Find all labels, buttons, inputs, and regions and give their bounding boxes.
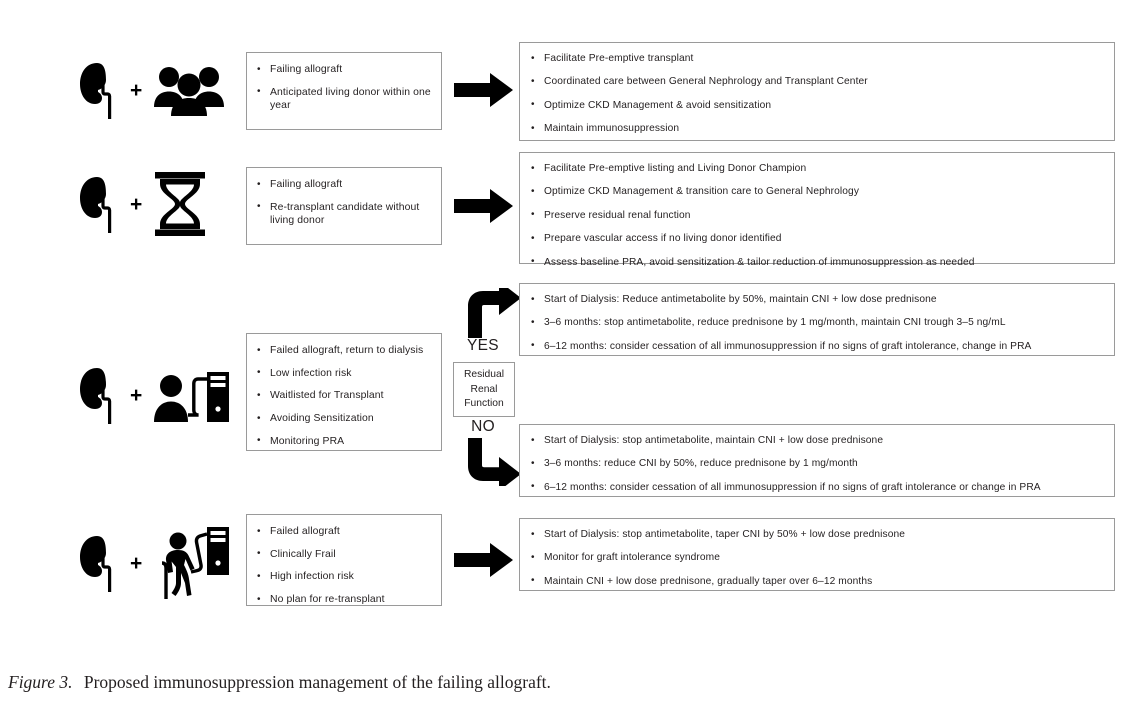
row4-actions-list: Start of Dialysis: stop antimetabolite, … <box>529 527 1104 588</box>
list-item: Waitlisted for Transplant <box>255 389 433 403</box>
list-item: Start of Dialysis: Reduce antimetabolite… <box>529 292 1104 306</box>
row3-criteria-list: Failed allograft, return to dialysis Low… <box>255 344 433 449</box>
list-item: 3–6 months: stop antimetabolite, reduce … <box>529 316 1104 330</box>
row2-criteria-list: Failing allograft Re-transplant candidat… <box>255 178 433 228</box>
list-item: Start of Dialysis: stop antimetabolite, … <box>529 527 1104 541</box>
plus-sign: + <box>130 78 143 102</box>
decision-line-2: Renal <box>470 383 498 395</box>
row4-icon-cluster: + <box>78 520 243 606</box>
row1-actions-list: Facilitate Pre-emptive transplant Coordi… <box>529 51 1104 136</box>
kidney-icon <box>78 59 120 121</box>
list-item: Preserve residual renal function <box>529 208 1104 222</box>
yes-branch-label: YES <box>467 337 499 354</box>
list-item: Low infection risk <box>255 366 433 381</box>
list-item: Failing allograft <box>255 63 433 77</box>
list-item: Optimize CKD Management & avoid sensitiz… <box>529 98 1104 112</box>
list-item: Monitoring PRA <box>255 434 433 449</box>
row3-actions-no-list: Start of Dialysis: stop antimetabolite, … <box>529 433 1104 494</box>
row3-actions-yes-box: Start of Dialysis: Reduce antimetabolite… <box>519 283 1115 356</box>
row4-criteria-box: Failed allograft Clinically Frail High i… <box>246 514 442 606</box>
frail-dialysis-patient-icon <box>152 523 232 603</box>
row2-actions-box: Facilitate Pre-emptive listing and Livin… <box>519 152 1115 269</box>
kidney-icon <box>78 173 120 235</box>
list-item: Monitor for graft intolerance syndrome <box>529 551 1104 565</box>
row3-icon-cluster: + <box>78 355 238 435</box>
list-item: Maintain immunosuppression <box>529 122 1104 136</box>
figure-caption-label: Figure 3. <box>8 672 73 692</box>
hourglass-icon <box>152 171 208 237</box>
kidney-icon <box>78 532 120 594</box>
list-item: Coordinated care between General Nephrol… <box>529 75 1104 89</box>
list-item: Prepare vascular access if no living don… <box>529 232 1104 246</box>
row3-actions-yes-list: Start of Dialysis: Reduce antimetabolite… <box>529 292 1104 353</box>
list-item: Optimize CKD Management & transition car… <box>529 185 1104 199</box>
dialysis-patient-icon <box>152 364 230 426</box>
list-item: 6–12 months: consider cessation of all i… <box>529 339 1104 353</box>
row2-flow-arrow-icon <box>454 188 514 224</box>
row4-flow-arrow-icon <box>454 542 514 578</box>
list-item: No plan for re-transplant <box>255 593 433 607</box>
no-branch-label: NO <box>471 418 495 435</box>
list-item: Anticipated living donor within one year <box>255 85 433 113</box>
plus-sign: + <box>130 551 143 575</box>
people-group-icon <box>152 63 226 117</box>
row2-actions-list: Facilitate Pre-emptive listing and Livin… <box>529 161 1104 269</box>
list-item: Failed allograft, return to dialysis <box>255 344 433 358</box>
row4-criteria-list: Failed allograft Clinically Frail High i… <box>255 525 433 607</box>
list-item: Avoiding Sensitization <box>255 412 433 426</box>
decision-node-residual-renal-function: Residual Renal Function <box>453 362 515 417</box>
row3-actions-no-box: Start of Dialysis: stop antimetabolite, … <box>519 424 1115 497</box>
figure-caption: Figure 3. Proposed immunosuppression man… <box>8 672 551 693</box>
row1-icon-cluster: + <box>78 55 228 125</box>
row1-criteria-box: Failing allograft Anticipated living don… <box>246 52 442 130</box>
list-item: 6–12 months: consider cessation of all i… <box>529 480 1104 494</box>
row2-icon-cluster: + <box>78 165 228 243</box>
no-branch-arrow-icon <box>463 438 521 486</box>
row2-criteria-box: Failing allograft Re-transplant candidat… <box>246 167 442 245</box>
row3-criteria-box: Failed allograft, return to dialysis Low… <box>246 333 442 451</box>
list-item: Facilitate Pre-emptive transplant <box>529 51 1104 65</box>
list-item: Start of Dialysis: stop antimetabolite, … <box>529 433 1104 447</box>
list-item: Assess baseline PRA, avoid sensitization… <box>529 255 1104 269</box>
list-item: Maintain CNI + low dose prednisone, grad… <box>529 574 1104 588</box>
list-item: Re-transplant candidate without living d… <box>255 200 433 228</box>
plus-sign: + <box>130 383 143 407</box>
decision-line-3: Function <box>464 398 504 410</box>
list-item: High infection risk <box>255 570 433 584</box>
row1-criteria-list: Failing allograft Anticipated living don… <box>255 63 433 113</box>
figure-caption-text: Proposed immunosuppression management of… <box>83 672 551 692</box>
row4-actions-box: Start of Dialysis: stop antimetabolite, … <box>519 518 1115 591</box>
decision-line-1: Residual <box>463 369 505 380</box>
list-item: 3–6 months: reduce CNI by 50%, reduce pr… <box>529 457 1104 471</box>
yes-branch-arrow-icon <box>463 288 521 338</box>
plus-sign: + <box>130 192 143 216</box>
row1-flow-arrow-icon <box>454 72 514 108</box>
kidney-icon <box>78 364 120 426</box>
list-item: Clinically Frail <box>255 547 433 562</box>
row1-actions-box: Facilitate Pre-emptive transplant Coordi… <box>519 42 1115 141</box>
list-item: Facilitate Pre-emptive listing and Livin… <box>529 161 1104 175</box>
list-item: Failing allograft <box>255 178 433 192</box>
list-item: Failed allograft <box>255 525 433 539</box>
